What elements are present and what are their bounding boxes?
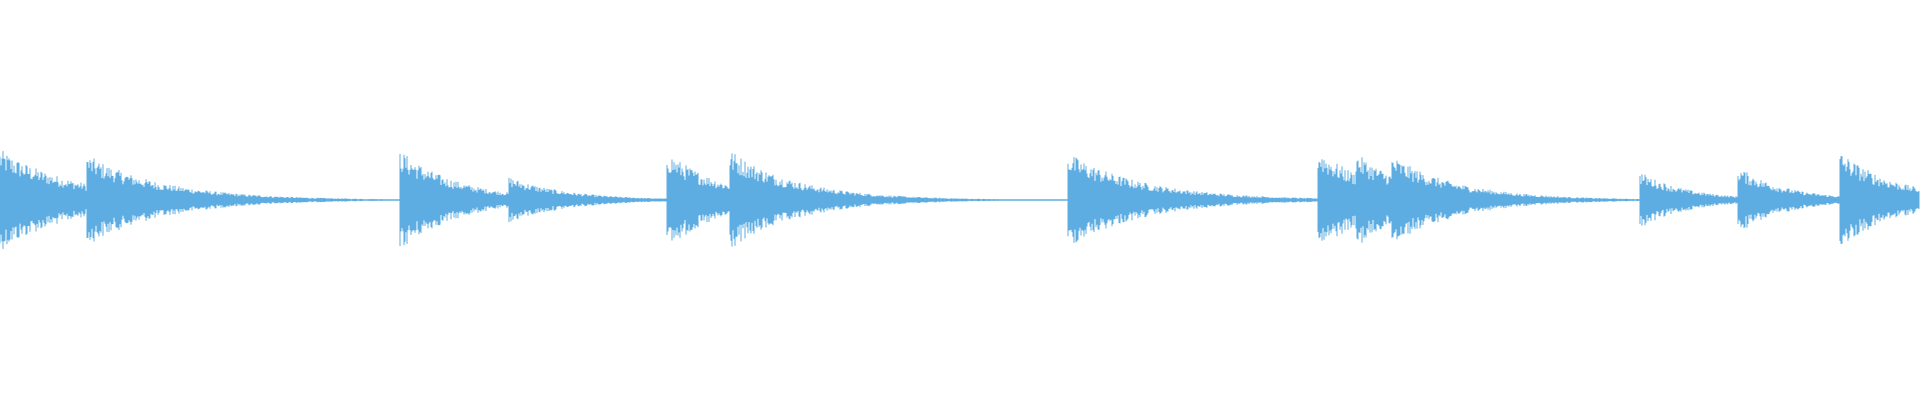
- waveform-envelope: [0, 151, 1920, 249]
